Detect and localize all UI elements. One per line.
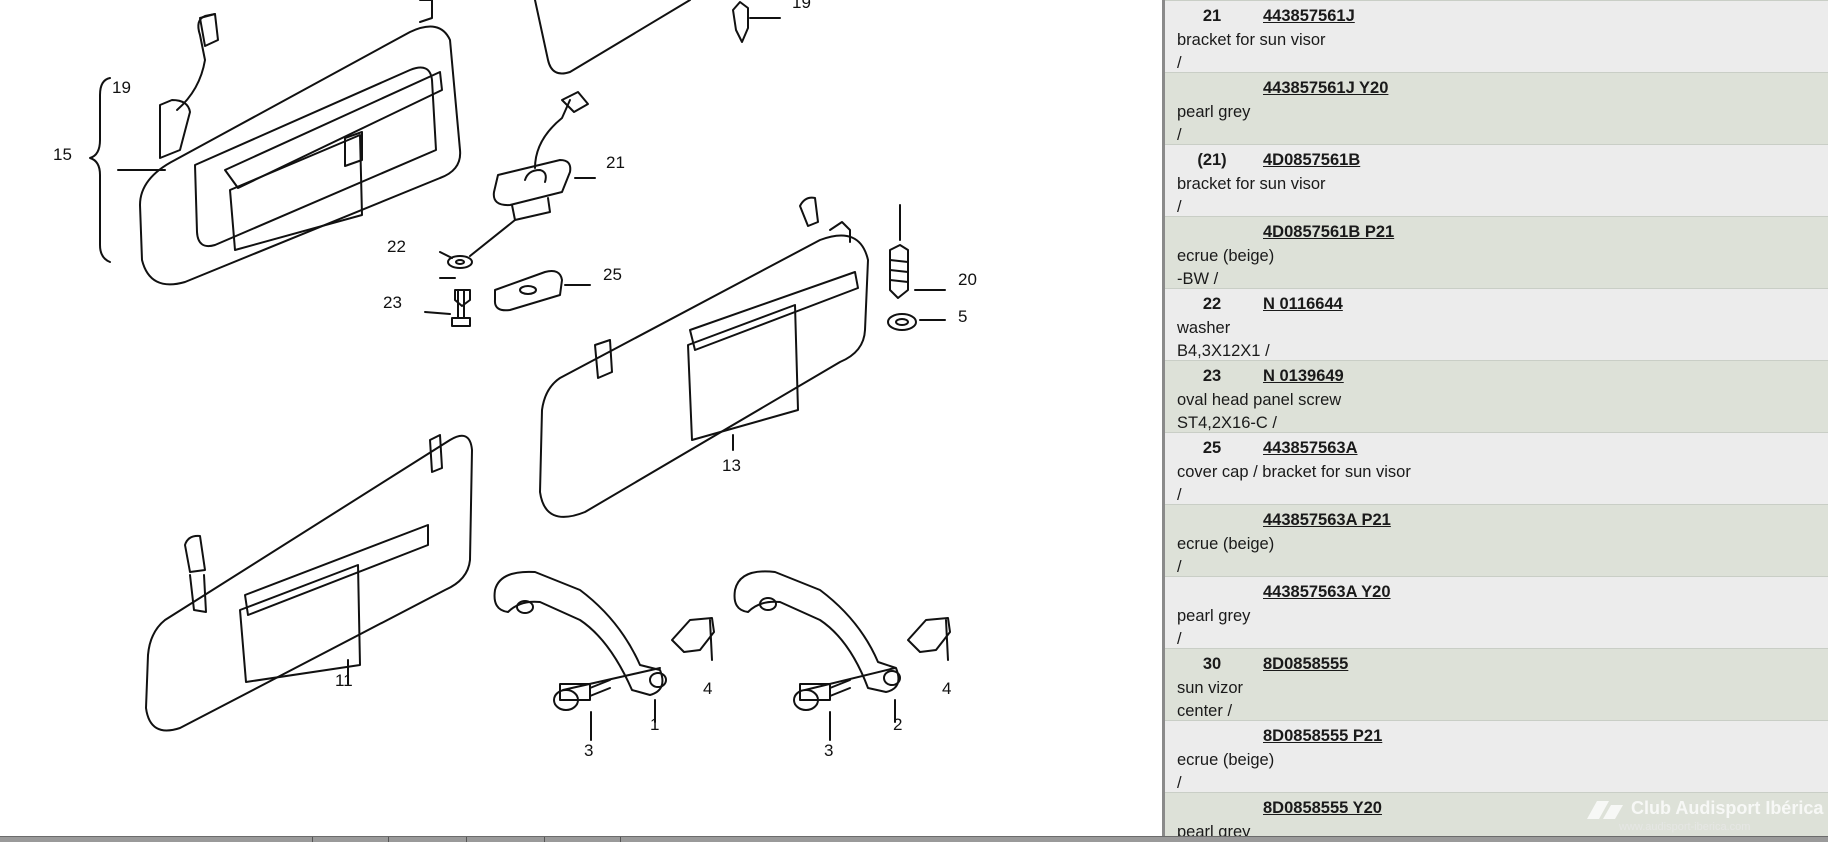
grab-handle-2 [733,570,951,741]
callout-15: 15 [53,145,72,164]
part-number-link[interactable]: 4D0857561B [1263,151,1361,169]
table-row: 443857563A P21 ecrue (beige) / [1165,504,1828,577]
table-row: 4D0857561B P21 ecrue (beige) -BW / [1165,216,1828,289]
position-number: (21) [1197,151,1227,169]
pane-separator[interactable] [1162,0,1165,836]
part-note: / [1177,630,1182,648]
callout-19-left: 19 [112,78,131,97]
bar-divider [312,837,313,842]
bar-divider [544,837,545,842]
callout-3-left: 3 [584,741,593,760]
part-number-link[interactable]: 8D0858555 Y20 [1263,799,1382,817]
exploded-view-drawing: 19 19 15 21 22 25 23 20 5 13 11 4 4 1 2 … [53,0,977,760]
callout-22: 22 [387,237,406,256]
part-description: pearl grey [1177,607,1251,625]
table-row: 8D0858555 Y20 pearl grey [1165,792,1828,836]
part-note: / [1177,486,1182,504]
callout-1: 1 [650,715,659,734]
callout-11: 11 [335,671,353,690]
table-row: 443857561J Y20 pearl grey / [1165,72,1828,145]
part-description: ecrue (beige) [1177,535,1275,553]
bracket-21 [492,91,596,221]
part-description: bracket for sun visor [1177,175,1326,193]
callout-3-right: 3 [824,741,833,760]
sun-visor-left-11 [145,434,473,732]
bottom-scrollbar[interactable] [0,836,1828,842]
part-note: / [1177,774,1182,792]
part-description: sun vizor [1177,679,1244,697]
callout-4-right: 4 [942,679,951,698]
callout-23: 23 [383,293,402,312]
sun-visor-left-upper [139,0,462,286]
part-description: bracket for sun visor [1177,31,1326,49]
part-description: washer [1177,319,1231,337]
callout-20: 20 [958,270,977,289]
position-number: 22 [1202,295,1222,313]
part-number-link[interactable]: 443857563A P21 [1263,511,1391,529]
part-description: pearl grey [1177,823,1251,836]
sun-visor-right-upper-fragment [534,0,781,75]
part-note: / [1177,126,1182,144]
callout-19-top: 19 [792,0,811,12]
part-number-link[interactable]: 443857561J Y20 [1263,79,1389,97]
table-row: 8D0858555 P21 ecrue (beige) / [1165,720,1828,793]
part-note: / [1177,54,1182,72]
part-note: / [1177,558,1182,576]
part-number-link[interactable]: 443857563A [1263,439,1358,457]
position-number: 30 [1202,655,1222,673]
position-number: 23 [1202,367,1222,385]
callout-2: 2 [893,715,902,734]
sun-visor-right-13 [539,196,946,518]
callout-25: 25 [603,265,622,284]
part-description: cover cap / bracket for sun visor [1177,463,1411,481]
table-row: 23 N 0139649 oval head panel screw ST4,2… [1165,360,1828,433]
callout-5: 5 [958,307,967,326]
part-note: / [1177,198,1182,216]
part-number-link[interactable]: 8D0858555 P21 [1263,727,1383,745]
table-row: 443857563A Y20 pearl grey / [1165,576,1828,649]
part-description: ecrue (beige) [1177,751,1275,769]
part-description: ecrue (beige) [1177,247,1275,265]
callout-21: 21 [606,153,625,172]
part-description: oval head panel screw [1177,391,1342,409]
part-number-link[interactable]: 4D0857561B P21 [1263,223,1395,241]
table-row: (21) 4D0857561B bracket for sun visor / [1165,144,1828,217]
part-number-link[interactable]: 443857561J [1263,7,1355,25]
part-note: ST4,2X16-C / [1177,414,1277,432]
bar-divider [466,837,467,842]
position-number: 21 [1202,7,1222,25]
part-number-link[interactable]: N 0139649 [1263,367,1344,385]
part-number-link[interactable]: N 0116644 [1263,295,1343,313]
part-number-link[interactable]: 8D0858555 [1263,655,1349,673]
table-row: 25 443857563A cover cap / bracket for su… [1165,432,1828,505]
table-row: 21 443857561J bracket for sun visor / [1165,0,1828,73]
bar-divider [388,837,389,842]
callout-4-left: 4 [703,679,712,698]
part-number-link[interactable]: 443857563A Y20 [1263,583,1391,601]
bar-divider [620,837,621,842]
part-description: pearl grey [1177,103,1251,121]
position-number: 25 [1202,439,1222,457]
grab-handle-1 [493,570,715,741]
table-row: 22 N 0116644 washer B4,3X12X1 / [1165,288,1828,361]
part-note: -BW / [1177,270,1219,288]
part-note: center / [1177,702,1233,720]
bracket-group-15 [89,77,166,263]
part-note: B4,3X12X1 / [1177,342,1270,360]
parts-diagram: 19 19 15 21 22 25 23 20 5 13 11 4 4 1 2 … [53,0,977,760]
callout-13: 13 [722,456,741,475]
small-fasteners [424,219,591,327]
table-row: 30 8D0858555 sun vizor center / [1165,648,1828,721]
parts-list: 21 443857561J bracket for sun visor / 44… [1165,0,1828,836]
